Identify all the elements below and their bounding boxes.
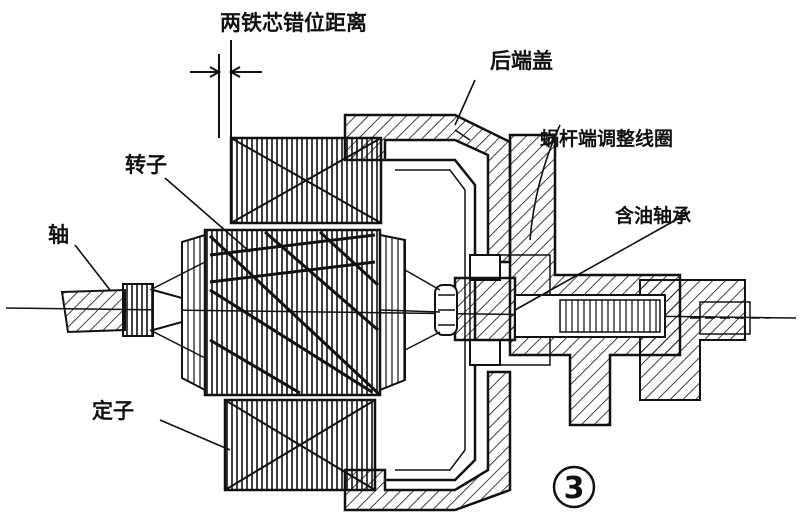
label-shaft: 轴 <box>48 223 69 247</box>
worm-end-housing <box>469 133 746 427</box>
label-rear-cover: 后端盖 <box>490 49 553 73</box>
stator-lower <box>223 398 377 492</box>
offset-dimension-marker <box>190 40 262 138</box>
rotor <box>181 228 406 397</box>
figure-number: 3 <box>564 471 585 506</box>
label-worm-adjust-coil: 蜗杆端调整线圈 <box>540 127 673 150</box>
label-rotor: 转子 <box>125 153 167 177</box>
label-stator: 定子 <box>92 399 134 423</box>
rotor-right-bushing <box>379 269 441 351</box>
figure-number-circle <box>552 465 596 509</box>
worm-shaft <box>514 294 770 338</box>
label-oil-bearing: 含油轴承 <box>615 204 691 227</box>
oil-bearing <box>434 276 517 342</box>
left-shaft <box>60 261 206 359</box>
leader-lines <box>74 79 691 451</box>
stator-upper <box>229 136 383 225</box>
label-core-offset: 两铁芯错位距离 <box>220 11 367 35</box>
